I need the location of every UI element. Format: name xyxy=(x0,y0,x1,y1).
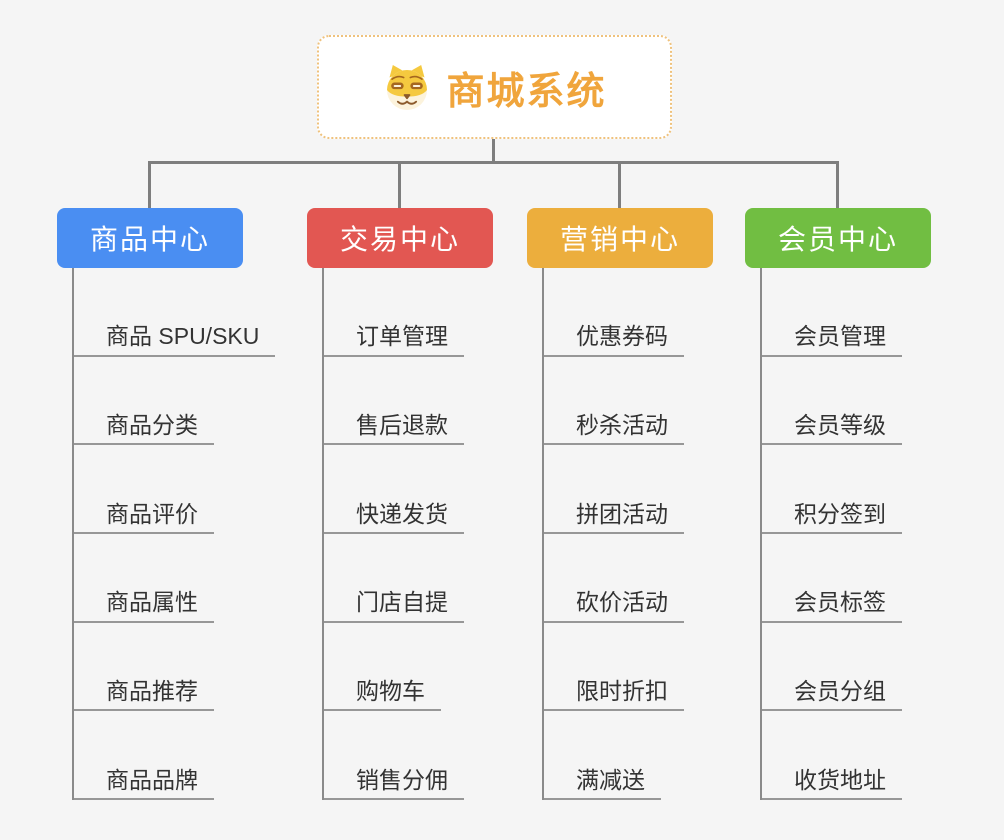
branch-vline xyxy=(542,268,544,800)
mindmap-node-item[interactable]: 会员分组 xyxy=(760,623,902,712)
node-label: 优惠券码 xyxy=(576,323,668,350)
doge-face-icon xyxy=(382,64,432,111)
mindmap-node-item[interactable]: 优惠券码 xyxy=(542,268,684,357)
connector-drop-4 xyxy=(836,161,839,208)
branch-product-center: 商品中心 商品 SPU/SKU 商品分类商品评价商品属性商品推荐商品品牌 xyxy=(57,208,307,800)
node-label: 限时折扣 xyxy=(576,677,668,704)
node-label: 商品品牌 xyxy=(106,766,198,793)
node-label: 满减送 xyxy=(576,766,645,793)
mindmap-node-item[interactable]: 门店自提 xyxy=(322,534,464,623)
node-label: 快递发货 xyxy=(356,500,448,527)
mindmap-node-item[interactable]: 会员管理 xyxy=(760,268,902,357)
branch-trade-center: 交易中心 订单管理售后退款快递发货门店自提购物车销售分佣 xyxy=(307,208,557,800)
mindmap-node-item[interactable]: 会员等级 xyxy=(760,357,902,446)
connector-drop-3 xyxy=(618,161,621,208)
branch-items: 会员管理会员等级积分签到会员标签会员分组收货地址 xyxy=(760,268,995,800)
mindmap-node-item[interactable]: 售后退款 xyxy=(322,357,464,446)
mindmap-node-item[interactable]: 满减送 xyxy=(542,711,661,800)
branch-vline xyxy=(760,268,762,800)
node-label: 会员等级 xyxy=(794,412,886,439)
branch-marketing-center: 营销中心 优惠券码秒杀活动拼团活动砍价活动限时折扣满减送 xyxy=(527,208,777,800)
node-label: 购物车 xyxy=(356,677,425,704)
connector-drop-1 xyxy=(148,161,151,208)
branch-items: 订单管理售后退款快递发货门店自提购物车销售分佣 xyxy=(322,268,557,800)
mindmap-node-item[interactable]: 商品属性 xyxy=(72,534,214,623)
mindmap-node-item[interactable]: 商品推荐 xyxy=(72,623,214,712)
mindmap-node-item[interactable]: 商品评价 xyxy=(72,445,214,534)
branch-node[interactable]: 营销中心 xyxy=(527,208,713,268)
mindmap-node-item[interactable]: 秒杀活动 xyxy=(542,357,684,446)
mindmap-node-item[interactable]: 积分签到 xyxy=(760,445,902,534)
node-label: 商品 SPU/SKU xyxy=(106,323,260,350)
mindmap-node-item[interactable]: 快递发货 xyxy=(322,445,464,534)
mindmap-node-item[interactable]: 商品品牌 xyxy=(72,711,214,800)
node-label: 订单管理 xyxy=(356,323,448,350)
mindmap-node-item[interactable]: 拼团活动 xyxy=(542,445,684,534)
branch-vline xyxy=(72,268,74,800)
mindmap-node-item[interactable]: 商品分类 xyxy=(72,357,214,446)
node-label: 砍价活动 xyxy=(576,589,668,616)
node-label: 积分签到 xyxy=(794,500,886,527)
mindmap-node-item[interactable]: 商品 SPU/SKU xyxy=(72,268,276,357)
branch-label: 营销中心 xyxy=(559,224,680,255)
node-label: 商品分类 xyxy=(106,412,198,439)
node-label: 商品属性 xyxy=(106,589,198,616)
branch-node[interactable]: 会员中心 xyxy=(745,208,931,268)
root-node[interactable]: 商城系统 xyxy=(317,35,672,139)
node-label: 拼团活动 xyxy=(576,500,668,527)
node-label: 销售分佣 xyxy=(356,766,448,793)
branch-node[interactable]: 商品中心 xyxy=(57,208,243,268)
branch-items: 优惠券码秒杀活动拼团活动砍价活动限时折扣满减送 xyxy=(542,268,777,800)
connector-bus xyxy=(148,161,839,164)
branch-member-center: 会员中心 会员管理会员等级积分签到会员标签会员分组收货地址 xyxy=(745,208,995,800)
mindmap-node-item[interactable]: 收货地址 xyxy=(760,711,902,800)
branch-label: 商品中心 xyxy=(89,224,210,255)
node-label: 售后退款 xyxy=(356,412,448,439)
node-label: 会员分组 xyxy=(794,677,886,704)
mindmap-node-item[interactable]: 会员标签 xyxy=(760,534,902,623)
node-label: 会员管理 xyxy=(794,323,886,350)
mindmap-node-item[interactable]: 订单管理 xyxy=(322,268,464,357)
mindmap-node-item[interactable]: 砍价活动 xyxy=(542,534,684,623)
mindmap-node-item[interactable]: 限时折扣 xyxy=(542,623,684,712)
node-label: 商品推荐 xyxy=(106,677,198,704)
node-label: 秒杀活动 xyxy=(576,412,668,439)
node-label: 商品评价 xyxy=(106,500,198,527)
branch-node[interactable]: 交易中心 xyxy=(307,208,493,268)
connector-root-drop xyxy=(492,139,495,162)
branch-label: 交易中心 xyxy=(339,224,460,255)
root-title: 商城系统 xyxy=(446,70,607,113)
mindmap-node-item[interactable]: 购物车 xyxy=(322,623,441,712)
node-label: 收货地址 xyxy=(794,766,886,793)
branch-items: 商品 SPU/SKU 商品分类商品评价商品属性商品推荐商品品牌 xyxy=(72,268,307,800)
branch-label: 会员中心 xyxy=(777,224,898,255)
mindmap-node-item[interactable]: 销售分佣 xyxy=(322,711,464,800)
node-label: 会员标签 xyxy=(794,589,886,616)
connector-drop-2 xyxy=(398,161,401,208)
branch-vline xyxy=(322,268,324,800)
node-label: 门店自提 xyxy=(356,589,448,616)
